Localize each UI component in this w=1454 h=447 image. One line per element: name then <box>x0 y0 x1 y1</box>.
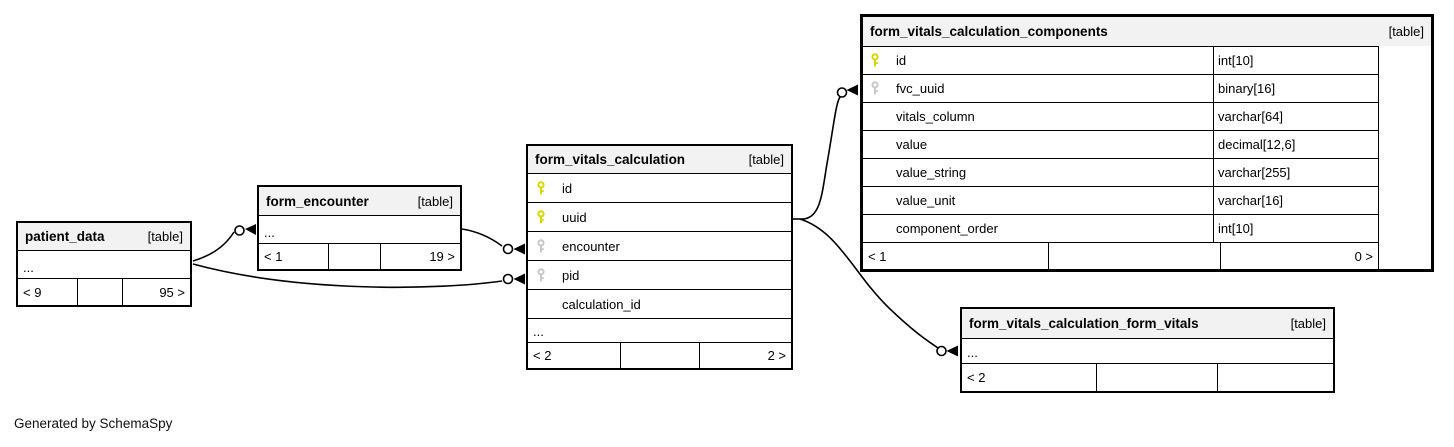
parents-count: 2 > <box>699 343 791 368</box>
column-type: varchar[255] <box>1213 159 1378 186</box>
table-footer: < 2 <box>962 363 1333 391</box>
table-type-tag: [table] <box>417 193 453 209</box>
table-type-tag: [table] <box>1290 316 1326 331</box>
zero-circle-icon <box>502 243 514 255</box>
column-name: value <box>896 137 928 152</box>
column-name: fvc_uuid <box>896 81 945 96</box>
children-count: < 1 <box>868 248 887 264</box>
column-name: uuid <box>562 209 587 225</box>
column-name: id <box>562 180 573 196</box>
arrowhead-icon <box>946 345 958 357</box>
column-type: int[10] <box>1213 47 1378 74</box>
column-row: uuid <box>528 202 791 231</box>
foreign-key-icon <box>870 80 880 97</box>
column-row: pid <box>528 260 791 289</box>
column-row: id int[10] <box>863 46 1378 74</box>
footer-spacer-cell <box>77 279 122 305</box>
anchor-column <box>1378 46 1431 269</box>
table-footer: < 9 95 > <box>18 278 190 305</box>
arrowhead-icon <box>513 243 525 255</box>
relationship-edge <box>192 231 235 262</box>
table-name: form_vitals_calculation <box>535 152 686 167</box>
table-header: patient_data [table] <box>18 223 190 250</box>
collapsed-columns-row: ... <box>962 338 1333 363</box>
table-form-encounter[interactable]: form_encounter [table] ... < 1 19 > <box>257 185 462 271</box>
generator-credit: Generated by SchemaSpy <box>14 416 173 431</box>
column-row: value_unit varchar[16] <box>863 186 1378 214</box>
table-form-vitals-calculation-components[interactable]: form_vitals_calculation_components [tabl… <box>860 14 1434 272</box>
column-row: fvc_uuid binary[16] <box>863 74 1378 102</box>
column-row: value_string varchar[255] <box>863 158 1378 186</box>
footer-spacer-cell <box>328 244 380 269</box>
footer-spacer-cell <box>1048 243 1220 269</box>
column-name: pid <box>562 267 580 283</box>
table-footer: < 2 2 > <box>528 342 791 368</box>
zero-circle-icon <box>836 87 848 98</box>
arrowhead-icon <box>245 224 256 235</box>
primary-key-icon <box>536 180 546 197</box>
relationship-edge <box>461 228 503 247</box>
table-name: form_vitals_calculation_components <box>870 24 1108 39</box>
table-header: form_vitals_calculation_components [tabl… <box>863 17 1431 46</box>
primary-key-icon <box>536 209 546 226</box>
table-form-vitals-calculation-form-vitals[interactable]: form_vitals_calculation_form_vitals [tab… <box>960 307 1335 393</box>
footer-spacer-cell <box>620 343 699 368</box>
footer-spacer-cell <box>1096 364 1217 391</box>
table-name: form_vitals_calculation_form_vitals <box>969 316 1199 331</box>
table-type-tag: [table] <box>748 152 784 167</box>
column-name: calculation_id <box>562 296 641 312</box>
foreign-key-icon <box>536 267 546 284</box>
column-type: decimal[12,6] <box>1213 131 1378 158</box>
relationship-edge <box>799 96 841 220</box>
column-name: encounter <box>562 238 620 254</box>
column-row: id <box>528 173 791 202</box>
table-type-tag: [table] <box>147 229 183 244</box>
table-name: form_encounter <box>266 193 369 209</box>
column-name: vitals_column <box>896 109 975 124</box>
children-count: < 2 <box>533 348 552 363</box>
column-type: binary[16] <box>1213 75 1378 102</box>
zero-circle-icon <box>936 345 947 357</box>
column-type: varchar[64] <box>1213 103 1378 130</box>
column-row: vitals_column varchar[64] <box>863 102 1378 130</box>
column-type: int[10] <box>1213 215 1378 242</box>
table-name: patient_data <box>25 229 105 244</box>
foreign-key-icon <box>536 238 546 255</box>
children-count: < 1 <box>264 249 283 264</box>
collapsed-columns-row: ... <box>259 215 460 243</box>
column-row: encounter <box>528 231 791 260</box>
arrowhead-icon <box>513 273 525 285</box>
children-count: < 2 <box>967 370 986 385</box>
column-type: varchar[16] <box>1213 187 1378 214</box>
parents-count <box>1217 364 1333 391</box>
zero-circle-icon <box>234 225 245 236</box>
parents-count: 95 > <box>122 279 190 305</box>
column-name: value_string <box>896 165 967 180</box>
table-footer: < 1 0 > <box>863 242 1378 269</box>
column-row: component_order int[10] <box>863 214 1378 242</box>
table-type-tag: [table] <box>1388 24 1424 39</box>
collapsed-columns-row: ... <box>18 250 190 278</box>
zero-circle-icon <box>502 273 514 285</box>
column-row: calculation_id <box>528 289 791 318</box>
arrowhead-icon <box>846 84 858 96</box>
table-form-vitals-calculation[interactable]: form_vitals_calculation [table] id uuid … <box>526 144 793 370</box>
primary-key-icon <box>870 52 880 69</box>
table-patient-data[interactable]: patient_data [table] ... < 9 95 > <box>16 221 192 307</box>
table-header: form_vitals_calculation_form_vitals [tab… <box>962 309 1333 338</box>
column-name: component_order <box>896 221 998 236</box>
table-header: form_encounter [table] <box>259 187 460 215</box>
parents-count: 0 > <box>1220 243 1378 269</box>
children-count: < 9 <box>23 284 42 300</box>
parents-count: 19 > <box>380 244 460 269</box>
column-name: id <box>896 53 907 68</box>
column-name: value_unit <box>896 193 956 208</box>
collapsed-columns-row: ... <box>528 318 791 342</box>
column-row: value decimal[12,6] <box>863 130 1378 158</box>
table-header: form_vitals_calculation [table] <box>528 146 791 173</box>
table-footer: < 1 19 > <box>259 243 460 269</box>
